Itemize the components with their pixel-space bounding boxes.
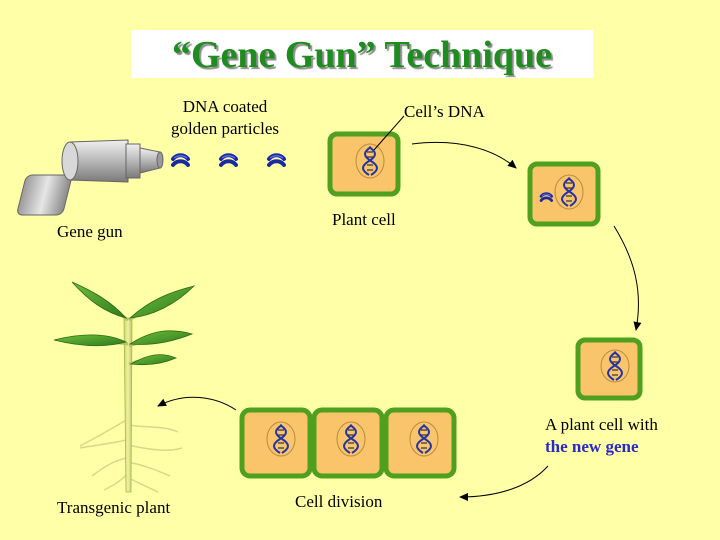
arrow-to-bombarded-cell — [411, 141, 517, 169]
cells-dna-pointer — [373, 115, 405, 151]
divided-cells — [239, 407, 457, 479]
dna-particle — [267, 153, 286, 167]
cells-dna-label: Cell’s DNA — [404, 102, 485, 121]
dna-coated-line1: DNA coated — [182, 97, 268, 116]
arrow-to-transgenic-plant — [157, 396, 237, 411]
gene-gun-label: Gene gun — [57, 222, 123, 241]
bombarded-cell — [527, 161, 601, 227]
title-box — [131, 30, 593, 78]
dna-particle — [171, 153, 190, 167]
new-gene-line2: the new gene — [545, 437, 639, 456]
new-gene-line1: A plant cell with — [545, 415, 658, 434]
plant-cell-label: Plant cell — [332, 210, 396, 229]
new-gene-label: A plant cell with the new gene — [545, 414, 658, 458]
dna-coated-line2: golden particles — [170, 119, 280, 138]
transgenic-plant-label: Transgenic plant — [57, 498, 171, 517]
transformed-cell — [575, 337, 643, 401]
arrow-to-cell-division — [459, 465, 549, 501]
plant-cell — [327, 131, 401, 197]
dna-particle — [219, 153, 238, 167]
transgenic-plant-icon — [53, 281, 196, 493]
arrow-to-transformed-cell — [613, 225, 642, 331]
cell-division-label: Cell division — [295, 492, 383, 511]
gene-gun-icon — [17, 139, 164, 216]
page-title: “Gene Gun” Technique — [171, 34, 553, 76]
dna-coated-label: DNA coated golden particles — [155, 96, 295, 140]
